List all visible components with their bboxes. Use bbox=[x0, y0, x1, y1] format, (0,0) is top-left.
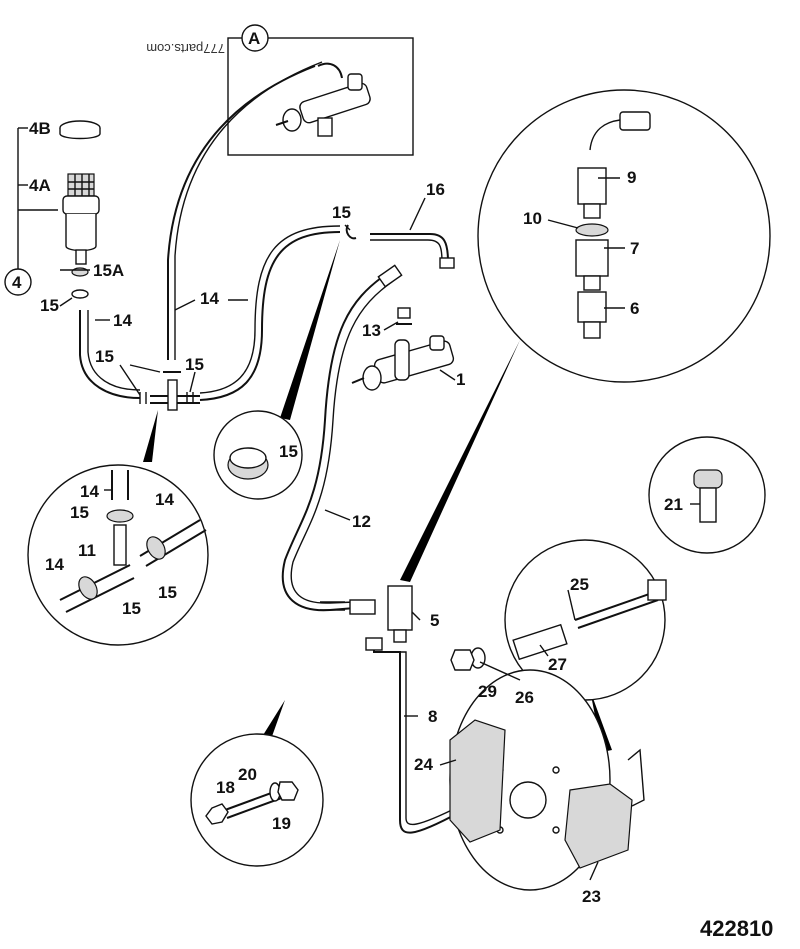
reservoir-body bbox=[62, 195, 100, 215]
label-19: 19 bbox=[272, 814, 291, 833]
detail-switch bbox=[400, 89, 771, 582]
reservoir-assembly: 4 bbox=[4, 120, 101, 299]
label-15-clip: 15 bbox=[279, 442, 298, 461]
view-a-inset: A bbox=[227, 24, 414, 156]
detail-tee bbox=[27, 410, 209, 646]
label-14-left: 14 bbox=[113, 311, 132, 330]
label-12: 12 bbox=[352, 512, 371, 531]
label-4b: 4B bbox=[29, 119, 51, 138]
clip-15-upper bbox=[345, 224, 357, 240]
tee-piece bbox=[139, 371, 200, 411]
label-24: 24 bbox=[414, 755, 433, 774]
label-14-d3: 14 bbox=[45, 555, 64, 574]
label-14-d1: 14 bbox=[80, 482, 99, 501]
master-cylinder-1 bbox=[351, 335, 455, 391]
label-29: 29 bbox=[478, 682, 497, 701]
label-23: 23 bbox=[582, 887, 601, 906]
label-21: 21 bbox=[664, 495, 683, 514]
detail-bolt-25 bbox=[450, 539, 667, 752]
label-14-d2: 14 bbox=[155, 490, 174, 509]
group-tag-circle bbox=[4, 268, 32, 296]
label-11: 11 bbox=[78, 541, 96, 560]
label-6: 6 bbox=[630, 299, 639, 318]
label-14-mid: 14 bbox=[200, 289, 219, 308]
label-7: 7 bbox=[630, 239, 639, 258]
label-8: 8 bbox=[428, 707, 437, 726]
label-9: 9 bbox=[627, 168, 636, 187]
pipe-12 bbox=[281, 274, 386, 612]
hose-14-right bbox=[199, 231, 341, 401]
label-15-top: 15 bbox=[40, 296, 59, 315]
label-5: 5 bbox=[430, 611, 439, 630]
reservoir-filter bbox=[67, 173, 95, 197]
watermark: 777parts.com bbox=[146, 41, 225, 56]
label-15-d1: 15 bbox=[70, 503, 89, 522]
document-number: 422810 bbox=[700, 916, 773, 941]
view-a-tag-circle bbox=[241, 24, 269, 52]
label-15-upper: 15 bbox=[332, 203, 351, 222]
label-26: 26 bbox=[515, 688, 534, 707]
label-4a: 4A bbox=[29, 176, 51, 195]
detail-bolt-18 bbox=[190, 700, 324, 867]
label-15-d2: 15 bbox=[158, 583, 177, 602]
label-25: 25 bbox=[570, 575, 589, 594]
label-1: 1 bbox=[456, 370, 465, 389]
label-15-tee-a: 15 bbox=[95, 347, 114, 366]
view-a-tag: A bbox=[248, 29, 260, 48]
label-15-d3: 15 bbox=[122, 599, 141, 618]
label-20: 20 bbox=[238, 765, 257, 784]
pipe-8 bbox=[373, 642, 461, 834]
detail-fitting-21 bbox=[648, 436, 766, 554]
label-18: 18 bbox=[216, 778, 235, 797]
group-tag: 4 bbox=[12, 273, 22, 292]
leader-lines bbox=[59, 177, 700, 881]
label-16: 16 bbox=[426, 180, 445, 199]
label-10: 10 bbox=[523, 209, 542, 228]
disc-brake bbox=[449, 669, 645, 891]
fitting-13 bbox=[396, 307, 412, 325]
label-15-tee-b: 15 bbox=[185, 355, 204, 374]
pipe-16 bbox=[370, 233, 449, 263]
master-cylinder-a bbox=[275, 62, 371, 137]
label-15a: 15A bbox=[93, 261, 124, 280]
label-13: 13 bbox=[362, 321, 381, 340]
detail-clip-15 bbox=[213, 240, 340, 500]
hose-14-left bbox=[79, 310, 141, 399]
tee-5 bbox=[387, 585, 413, 643]
label-27: 27 bbox=[548, 655, 567, 674]
